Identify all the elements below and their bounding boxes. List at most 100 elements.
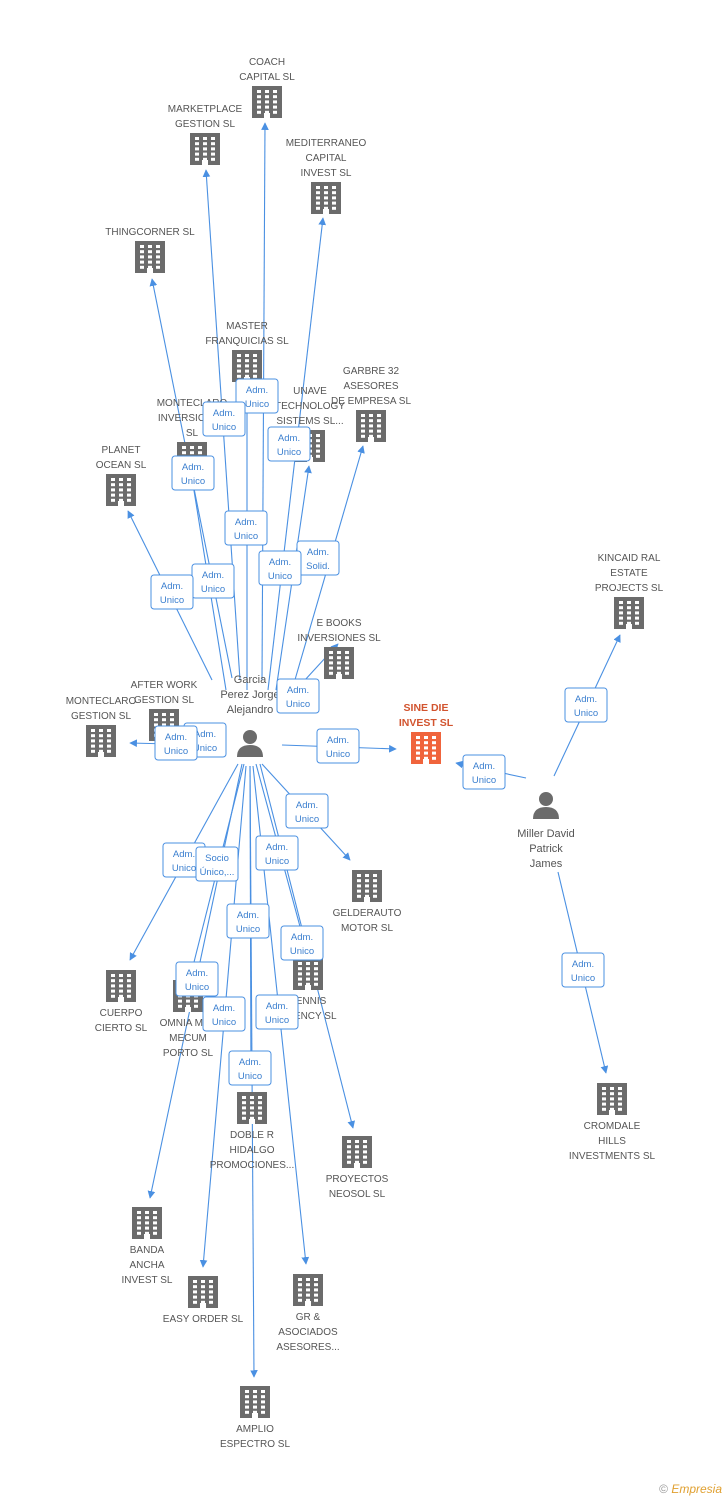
building-icon [352,870,382,902]
relation-badge-garcia-cuerpo[interactable]: Adm.Unico [162,842,206,878]
building-icon [293,1274,323,1306]
relation-badge-garcia-unave[interactable]: Adm.Unico [258,550,302,586]
company-name: ESTATE [610,568,648,579]
relation-badge-garcia-planet[interactable]: Adm.Unico [150,574,194,610]
building-icon [614,597,644,629]
relation-badge-garcia-ebooks[interactable]: Adm.Unico [276,678,320,714]
relation-badge-text: Adm. [194,729,216,740]
relation-badge-garcia-monteclaro_gest[interactable]: Adm.Unico [154,725,198,761]
person-name: Perez Jorge [220,689,279,701]
relation-badge-text: Solid. [306,561,330,572]
relation-badge-text: Adm. [278,433,300,444]
relation-badge-text: Adm. [182,462,204,473]
person-icon [533,792,559,819]
copyright-symbol: © [659,1482,668,1496]
relation-badge-miller-sinedie[interactable]: Adm.Unico [462,754,506,790]
building-icon [240,1386,270,1418]
company-name: DE EMPRESA SL [331,396,411,407]
relation-badge-garcia-easyorder[interactable]: Adm.Unico [202,996,246,1032]
company-name: AGENCY SL [279,1011,336,1022]
relation-badge-garcia-proyectos[interactable]: Adm.Unico [255,835,299,871]
company-name: PROMOCIONES... [210,1160,294,1171]
relation-badge-text: Unico [295,814,319,825]
company-name: FRANQUICIAS SL [205,336,289,347]
building-icon [252,86,282,118]
company-node-kincaid[interactable]: KINCAID RAL ESTATE PROJECTS SL [595,553,664,629]
company-node-gr[interactable]: GR &ASOCIADOSASESORES... [276,1274,340,1353]
company-name: PORTO SL [163,1048,214,1059]
company-node-tennis[interactable]: TENNIS AGENCY SL [279,958,337,1022]
relation-badge-text: Adm. [575,694,597,705]
company-name: INVERSIONES [158,413,227,424]
relation-badge-text: Adm. [307,547,329,558]
company-name: PROJECTS SL [595,583,664,594]
company-node-thingcorner[interactable]: THINGCORNER SL [105,227,195,273]
relation-badge-garcia-coach[interactable]: Adm.Unico [235,378,279,414]
company-name: INVERSIONES SL [297,633,381,644]
relation-badge-garcia-marketplace[interactable]: Adm.Unico [202,401,246,437]
building-icon [86,725,116,757]
company-name: COACH [249,57,285,68]
relation-badge-garcia-amplio[interactable]: Adm.Unico [228,1050,272,1086]
company-name: TENNIS [290,996,327,1007]
relation-badge-text: Unico [193,743,217,754]
relation-badge-garcia-mediterraneo[interactable]: Adm.Unico [267,426,311,462]
relation-badge-text: Adm. [237,910,259,921]
company-name: CROMDALE [584,1121,641,1132]
company-node-ebooks[interactable]: E BOOKS INVERSIONES SL [297,618,381,679]
relation-badge-text: Unico [181,476,205,487]
company-node-easyorder[interactable]: EASY ORDER SL [163,1276,244,1325]
relation-badge-miller-cromdale[interactable]: Adm. Unico [561,952,605,988]
relation-badge-garcia-garbre[interactable]: Adm. Solid. [296,540,340,576]
person-name: Alejandro [227,704,273,716]
relation-badge-text: Unico [212,422,236,433]
building-icon [311,182,341,214]
company-name: KINCAID RAL [598,553,661,564]
relation-badge-text: Adm. [202,570,224,581]
relation-badge-garcia-gelderauto[interactable]: Adm.Unico [285,793,329,829]
relation-badge-text: Adm. [239,1057,261,1068]
company-name: ANCHA [129,1260,164,1271]
footer-brand[interactable]: © Empresia [659,1482,722,1496]
relation-badge-miller-kincaid[interactable]: Adm.Unico [564,687,608,723]
relation-badge-garcia-thingcorner[interactable]: Adm. Unico [171,455,215,491]
relation-badge-garcia-omnia[interactable]: SocioÚnico,... [195,846,239,882]
company-name: CIERTO SL [95,1023,148,1034]
company-name: MONTECLARO [157,398,228,409]
relation-badge-garcia-monteclaro_inv[interactable]: Adm.Unico [191,563,235,599]
relation-badge-text: Unico [172,863,196,874]
building-icon [106,474,136,506]
relation-badge-text: Unico [234,531,258,542]
relation-badge-text: Unico [571,973,595,984]
company-name: INVEST SL [122,1275,173,1286]
relation-badge-garcia-master[interactable]: Adm.Unico [224,510,268,546]
relation-badge-garcia-gr[interactable]: Adm.Unico [255,994,299,1030]
relation-badge-garcia-doble[interactable]: Adm.Unico [226,903,270,939]
company-name: GESTION SL [71,711,131,722]
company-name: E BOOKS [316,618,361,629]
building-icon [342,1136,372,1168]
building-icon [188,1276,218,1308]
relation-badge-garcia-sinedie[interactable]: Adm.Unico [316,728,360,764]
company-name: AMPLIO [236,1424,274,1435]
company-node-doble[interactable]: DOBLE RHIDALGOPROMOCIONES... [210,1092,294,1171]
relation-badge-garcia-banda[interactable]: Adm.Unico [175,961,219,997]
relation-badge-text: Adm. [572,959,594,970]
relation-badge-garcia-tennis[interactable]: Adm.Unico [280,925,324,961]
company-name: OCEAN SL [96,460,147,471]
